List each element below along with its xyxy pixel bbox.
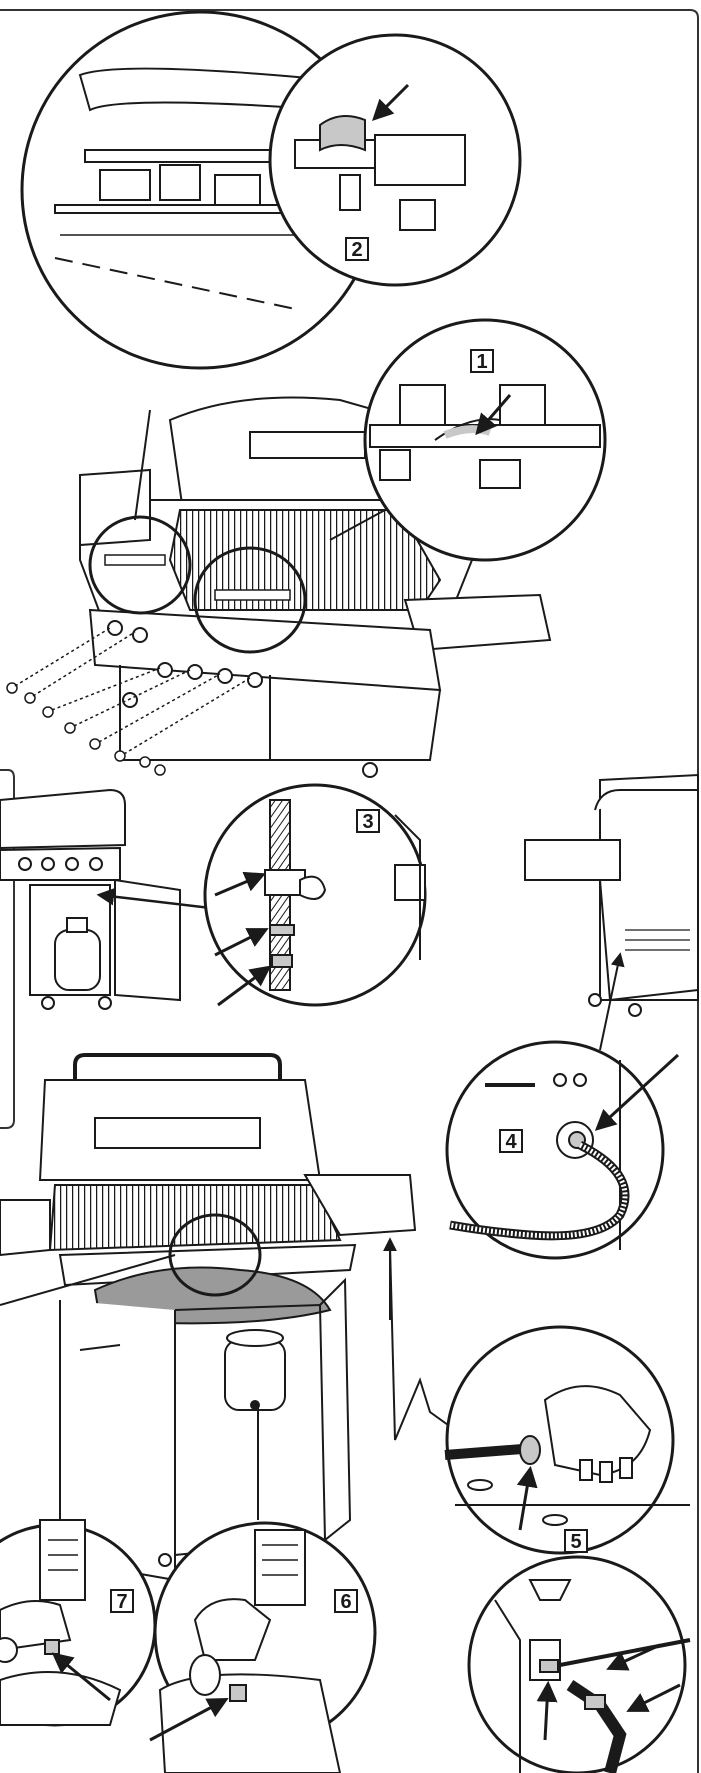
callout-4: 4 — [505, 1131, 517, 1153]
zoom-circle-6: 6 — [149, 1521, 377, 1773]
arrow-icon — [594, 1053, 680, 1131]
arrow-icon — [536, 1680, 558, 1741]
callout-7: 7 — [116, 1591, 127, 1613]
removed-knobs — [6, 627, 251, 776]
arrow-icon — [51, 1652, 111, 1702]
grill-open-illustration — [0, 1053, 456, 1582]
arrow-icon — [475, 394, 512, 436]
callout-3: 3 — [362, 811, 373, 833]
callout-6: 6 — [340, 1591, 351, 1613]
zoom-circle-4: 4 — [445, 1040, 680, 1260]
top-panel-border — [0, 9, 699, 1773]
arrow-icon — [214, 928, 269, 957]
zoom-circle-1: 1 — [134, 318, 607, 562]
left-panel-border — [0, 769, 15, 1129]
burner-valve-icon — [99, 164, 261, 206]
zoom-circle-5-regulator — [444, 1325, 690, 1555]
arrow-icon — [214, 871, 266, 897]
arrow-icon — [149, 1698, 229, 1742]
arrow-icon — [372, 83, 410, 121]
zoom-ring-manifold — [168, 1213, 262, 1297]
regulator-icon — [543, 1385, 652, 1483]
arrow-icon — [217, 965, 272, 1007]
arrow-icon — [599, 952, 625, 1051]
arrow-icon — [626, 1683, 681, 1712]
grill-side-right-illustration — [524, 773, 699, 1051]
control-knobs — [107, 620, 263, 688]
callout-5: 5 — [570, 1531, 581, 1553]
zoom-circle-7: 7 — [0, 1519, 157, 1727]
zoom-circle-5-connection: 5 — [467, 1529, 691, 1773]
zoom-ring-left — [88, 515, 192, 615]
burner-valve-icon — [104, 554, 291, 601]
arrow-icon — [606, 1643, 661, 1671]
grill-top-illustration — [6, 396, 552, 778]
propane-tank-icon — [224, 1329, 286, 1411]
grill-door-left-illustration — [0, 788, 271, 1010]
zoom-circle-3: 3 — [203, 783, 427, 1007]
propane-tank-icon — [54, 917, 101, 991]
arrow-icon — [516, 1465, 538, 1531]
callout-1: 1 — [476, 351, 487, 373]
zoom-circle-2: 2 — [268, 33, 522, 287]
callout-2: 2 — [351, 239, 362, 261]
zoom-ring-right — [193, 546, 307, 654]
